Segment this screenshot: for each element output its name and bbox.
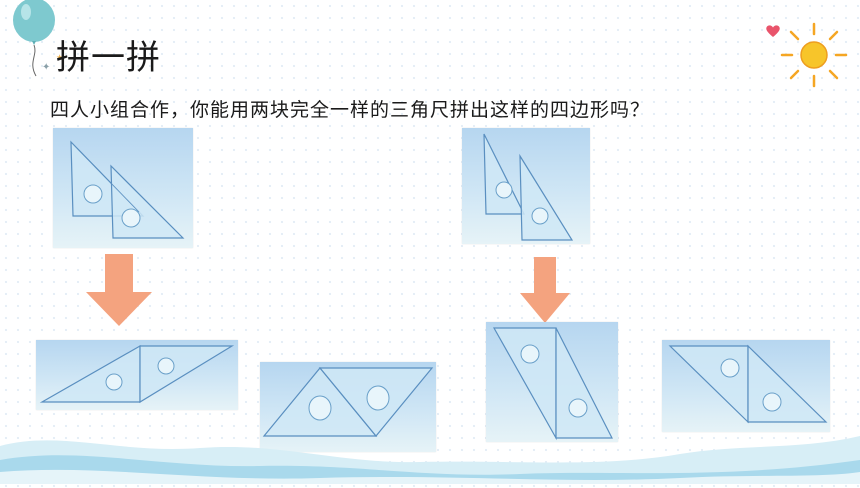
photo-parallelogram-3 (662, 340, 830, 432)
down-arrow-right (519, 257, 571, 323)
heart-decoration (765, 24, 781, 38)
photo-two-triangles-right (462, 128, 590, 244)
svg-text:✦: ✦ (42, 62, 50, 73)
photo-two-triangles-left (53, 128, 193, 248)
balloon-icon: ✦ ★ (13, 0, 63, 77)
photo-parallelogram-2 (486, 322, 618, 442)
bottom-wave-decoration (0, 424, 860, 484)
task-question: 四人小组合作，你能用两块完全一样的三角尺拼出这样的四边形吗？ (50, 99, 651, 121)
svg-text:★: ★ (56, 53, 63, 62)
down-arrow-icon (520, 257, 570, 323)
page-title: 拼一拼 (56, 38, 161, 78)
down-arrow-left (84, 254, 154, 326)
sun-decoration (778, 20, 848, 90)
down-arrow-icon (86, 254, 152, 326)
photo-trapezoid (260, 362, 436, 452)
sun-icon (780, 22, 848, 88)
heart-icon (766, 25, 780, 37)
photo-parallelogram-1 (36, 340, 238, 410)
balloon-decoration: ✦ ★ (6, 0, 66, 80)
